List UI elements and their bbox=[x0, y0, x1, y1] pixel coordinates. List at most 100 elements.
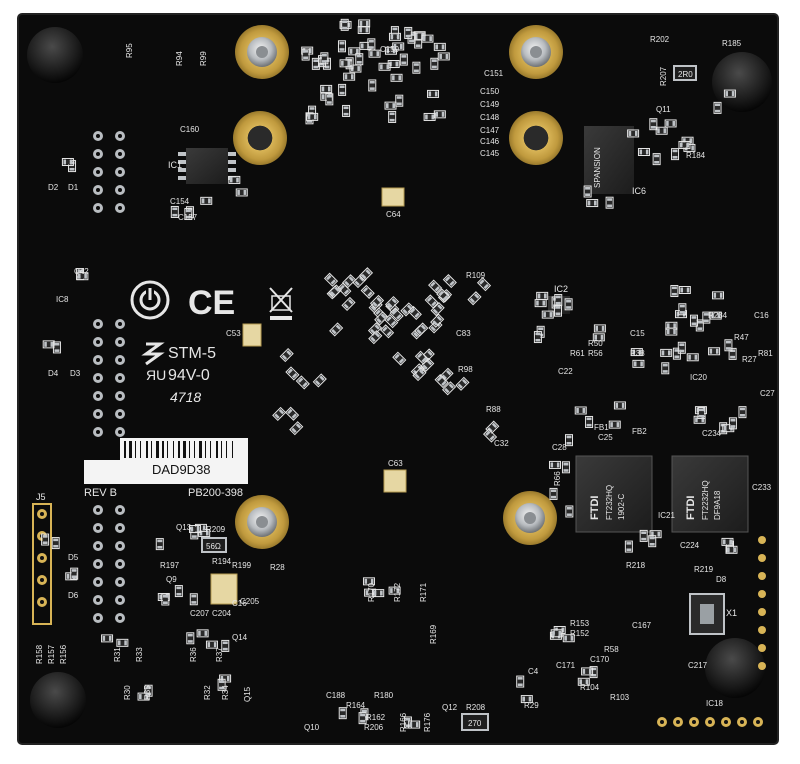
smd-part bbox=[235, 188, 248, 197]
lbl-c171: C171 bbox=[556, 661, 576, 670]
lbl-r194: R194 bbox=[212, 557, 232, 566]
smd-part bbox=[221, 639, 230, 652]
smd-part bbox=[678, 140, 691, 149]
smd-part bbox=[670, 285, 679, 298]
smd-part bbox=[384, 101, 397, 110]
smd-part bbox=[421, 34, 434, 43]
lbl-r218: R218 bbox=[626, 561, 646, 570]
smd-part bbox=[549, 487, 558, 500]
lbl-ic21: IC21 bbox=[658, 511, 675, 520]
lbl-r176: R176 bbox=[423, 712, 432, 732]
smd-part bbox=[407, 305, 422, 320]
smd-part bbox=[664, 119, 677, 128]
smd-part bbox=[723, 89, 736, 98]
smd-part bbox=[637, 147, 650, 156]
lbl-c15: C15 bbox=[630, 329, 645, 338]
c53-label: C53 bbox=[226, 329, 241, 338]
lbl-r61: R61 bbox=[570, 349, 585, 358]
lbl-r184: R184 bbox=[686, 151, 706, 160]
smd-part bbox=[467, 291, 482, 306]
smd-part bbox=[395, 94, 404, 107]
smd-part bbox=[516, 675, 525, 688]
smd-part bbox=[374, 311, 389, 326]
smd-part bbox=[342, 104, 351, 117]
smd-part bbox=[184, 208, 193, 221]
smd-part bbox=[228, 175, 241, 184]
smd-part bbox=[408, 720, 421, 729]
smd-part bbox=[577, 677, 590, 686]
smd-part bbox=[311, 57, 320, 70]
smd-part bbox=[340, 18, 349, 31]
silk-labels: R95 R94 R99 C160 C159 C151 C150 C149 C14… bbox=[35, 35, 775, 732]
lbl-q13: Q13 bbox=[176, 523, 192, 532]
lbl-ic18: IC18 bbox=[706, 699, 723, 708]
lbl-c234: C234 bbox=[702, 429, 722, 438]
smd-part bbox=[724, 339, 733, 352]
smd-part bbox=[388, 586, 401, 595]
smd-part bbox=[639, 529, 648, 542]
lbl-d2: D2 bbox=[48, 183, 59, 192]
lbl-c170: C170 bbox=[590, 655, 610, 664]
lbl-c146: C146 bbox=[480, 137, 500, 146]
smd-part bbox=[713, 101, 722, 114]
ul-rating: 94V-0 bbox=[168, 367, 210, 384]
lbl-d4: D4 bbox=[48, 369, 59, 378]
c63-label: C63 bbox=[388, 459, 403, 468]
lbl-r199: R199 bbox=[232, 561, 252, 570]
smd-part bbox=[574, 406, 587, 415]
smd-part bbox=[652, 153, 661, 166]
smd-part bbox=[205, 640, 218, 649]
lbl-r207: R207 bbox=[659, 66, 668, 86]
stm-marking: STM-5 bbox=[168, 345, 216, 362]
smd-part bbox=[368, 79, 377, 92]
smd-part bbox=[678, 286, 691, 295]
smd-part bbox=[632, 359, 645, 368]
lbl-r29: R29 bbox=[524, 701, 539, 710]
smd-part bbox=[433, 42, 446, 51]
smd-part bbox=[697, 407, 706, 420]
smd-part bbox=[161, 593, 170, 606]
ftdi2-part: FT2232HQ bbox=[701, 480, 710, 520]
smd-part bbox=[51, 537, 60, 550]
lbl-c149: C149 bbox=[480, 100, 500, 109]
lbl-r208: R208 bbox=[466, 703, 486, 712]
smd-part bbox=[485, 420, 500, 435]
smd-part bbox=[442, 381, 457, 396]
smd-part bbox=[323, 272, 339, 287]
smd-part bbox=[384, 46, 397, 55]
spansion-text: SPANSION bbox=[593, 147, 602, 188]
smd-part bbox=[728, 417, 737, 430]
edge-gold-pads bbox=[657, 536, 766, 727]
lbl-c27: C27 bbox=[760, 389, 775, 398]
smd-part bbox=[295, 375, 310, 390]
smd-part bbox=[42, 340, 55, 349]
lbl-r50: R50 bbox=[588, 339, 603, 348]
smd-part bbox=[320, 52, 329, 65]
smd-part bbox=[392, 351, 407, 366]
lbl-c150: C150 bbox=[480, 87, 500, 96]
lbl-r88: R88 bbox=[486, 405, 501, 414]
lbl-r209: R209 bbox=[206, 525, 226, 534]
smd-part bbox=[378, 62, 391, 71]
ftdi1-brand: FTDI bbox=[589, 496, 601, 520]
lbl-c151: C151 bbox=[484, 69, 504, 78]
ic1-label: IC1 bbox=[168, 160, 182, 170]
smd-part bbox=[671, 148, 680, 161]
smd-part bbox=[533, 331, 542, 344]
lbl-c154: C154 bbox=[170, 197, 190, 206]
lbl-c188: C188 bbox=[326, 691, 346, 700]
smd-part bbox=[388, 110, 397, 123]
lbl-r66: R66 bbox=[553, 471, 562, 486]
stm-logo-icon bbox=[141, 342, 165, 366]
smd-part bbox=[306, 112, 319, 121]
lbl-r169: R169 bbox=[429, 624, 438, 644]
smd-part bbox=[348, 47, 361, 56]
date-code: 4718 bbox=[170, 389, 201, 405]
smd-part bbox=[61, 158, 74, 167]
lbl-r35: R35 bbox=[143, 685, 152, 700]
smd-part bbox=[412, 367, 427, 382]
smd-part bbox=[536, 291, 549, 300]
smd-part bbox=[389, 307, 404, 322]
lbl-q9: Q9 bbox=[166, 575, 177, 584]
lbl-c42: C42 bbox=[74, 267, 89, 276]
